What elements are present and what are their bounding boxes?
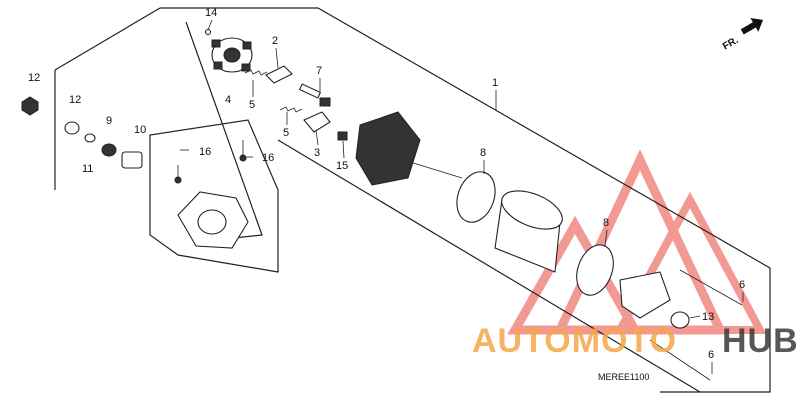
- callout-7: 7: [316, 65, 322, 77]
- callout-8b: 8: [603, 217, 609, 229]
- callout-14: 14: [205, 7, 217, 19]
- terminal-hardware: [21, 96, 143, 169]
- callout-16a: 16: [199, 146, 211, 158]
- front-direction-indicator: FR.: [721, 17, 764, 53]
- brush-block-4: [241, 63, 251, 72]
- callout-13: 13: [702, 311, 714, 323]
- brush-holder-hub: [223, 47, 241, 63]
- watermark-text-left: AUTOMOTO: [472, 322, 677, 360]
- nut-12-inner: [64, 121, 80, 135]
- end-cover-frame: [149, 119, 279, 273]
- fr-arrow-icon: [740, 17, 764, 35]
- o-rings: [456, 171, 690, 329]
- callout-15: 15: [336, 160, 348, 172]
- callout-6b: 6: [708, 349, 714, 361]
- callout-labels: 14 2 7 4 5 5 3 15 1 12 12 11 9 10 16 16 …: [28, 7, 745, 361]
- watermark-text-right: HUB: [722, 322, 799, 360]
- callout-16b: 16: [262, 152, 274, 164]
- spring-5-lower: [279, 106, 303, 113]
- main-assembly-frame: [160, 7, 771, 393]
- oring-14: [204, 28, 212, 36]
- brush-3: [303, 111, 331, 133]
- o-ring-13: [670, 311, 690, 329]
- callout-9: 9: [106, 115, 112, 127]
- callout-5b: 5: [283, 127, 289, 139]
- long-bolt-6-upper: [679, 269, 743, 306]
- callout-10: 10: [134, 124, 146, 136]
- washer-11: [84, 133, 96, 143]
- motor-case-part: [494, 190, 563, 273]
- rear-cover-part: [174, 140, 249, 249]
- washer-9: [101, 143, 117, 157]
- assembly-frames: [54, 7, 771, 393]
- bolt-15: [337, 131, 348, 141]
- insulator-10: [121, 151, 143, 169]
- reference-code: MEREE1100: [598, 372, 649, 382]
- o-ring-8-right: [576, 244, 614, 296]
- leader-8b: [604, 229, 608, 247]
- callout-leaders: [180, 19, 744, 374]
- leader-13: [689, 315, 701, 319]
- armature-part: [355, 111, 463, 186]
- front-cover-body: [619, 271, 671, 319]
- callout-11: 11: [82, 163, 93, 175]
- front-cover-part: [619, 269, 743, 381]
- armature-core: [355, 111, 421, 186]
- watermark-triangle-right: [613, 191, 767, 334]
- armature-shaft: [409, 161, 463, 179]
- brush-block-2: [242, 41, 252, 50]
- brush-2: [265, 65, 293, 84]
- o-ring-8-left: [456, 171, 496, 223]
- callout-8a: 8: [480, 147, 486, 159]
- motor-case-opening: [501, 190, 563, 230]
- brush-block-1: [211, 39, 221, 48]
- main-frame-bottom: [277, 139, 701, 393]
- callout-1: 1: [492, 77, 498, 89]
- callout-2: 2: [272, 35, 278, 47]
- brush-holder-part: [204, 28, 253, 73]
- leader-3: [315, 129, 319, 146]
- callout-12a: 12: [28, 72, 40, 84]
- brush-block-3: [213, 61, 223, 70]
- callout-5a: 5: [249, 99, 255, 111]
- leader-14: [207, 19, 213, 31]
- callout-6a: 6: [739, 279, 745, 291]
- frame-top-left: [54, 7, 161, 71]
- rear-cover-bore: [197, 209, 227, 235]
- terminal-7: [319, 97, 331, 107]
- spring-5-upper: [244, 69, 268, 76]
- nut-12-outer: [21, 96, 39, 116]
- watermark-text: AUTOMOTO HUB: [472, 322, 799, 360]
- fr-label: FR.: [721, 35, 741, 53]
- callout-3: 3: [314, 147, 320, 159]
- callout-12b: 12: [69, 94, 81, 106]
- brush-parts: [244, 65, 348, 141]
- callout-4: 4: [225, 94, 231, 106]
- screw-7: [298, 83, 322, 99]
- leader-15: [342, 140, 345, 159]
- leader-2: [275, 47, 279, 69]
- long-bolt-6-lower: [649, 339, 711, 381]
